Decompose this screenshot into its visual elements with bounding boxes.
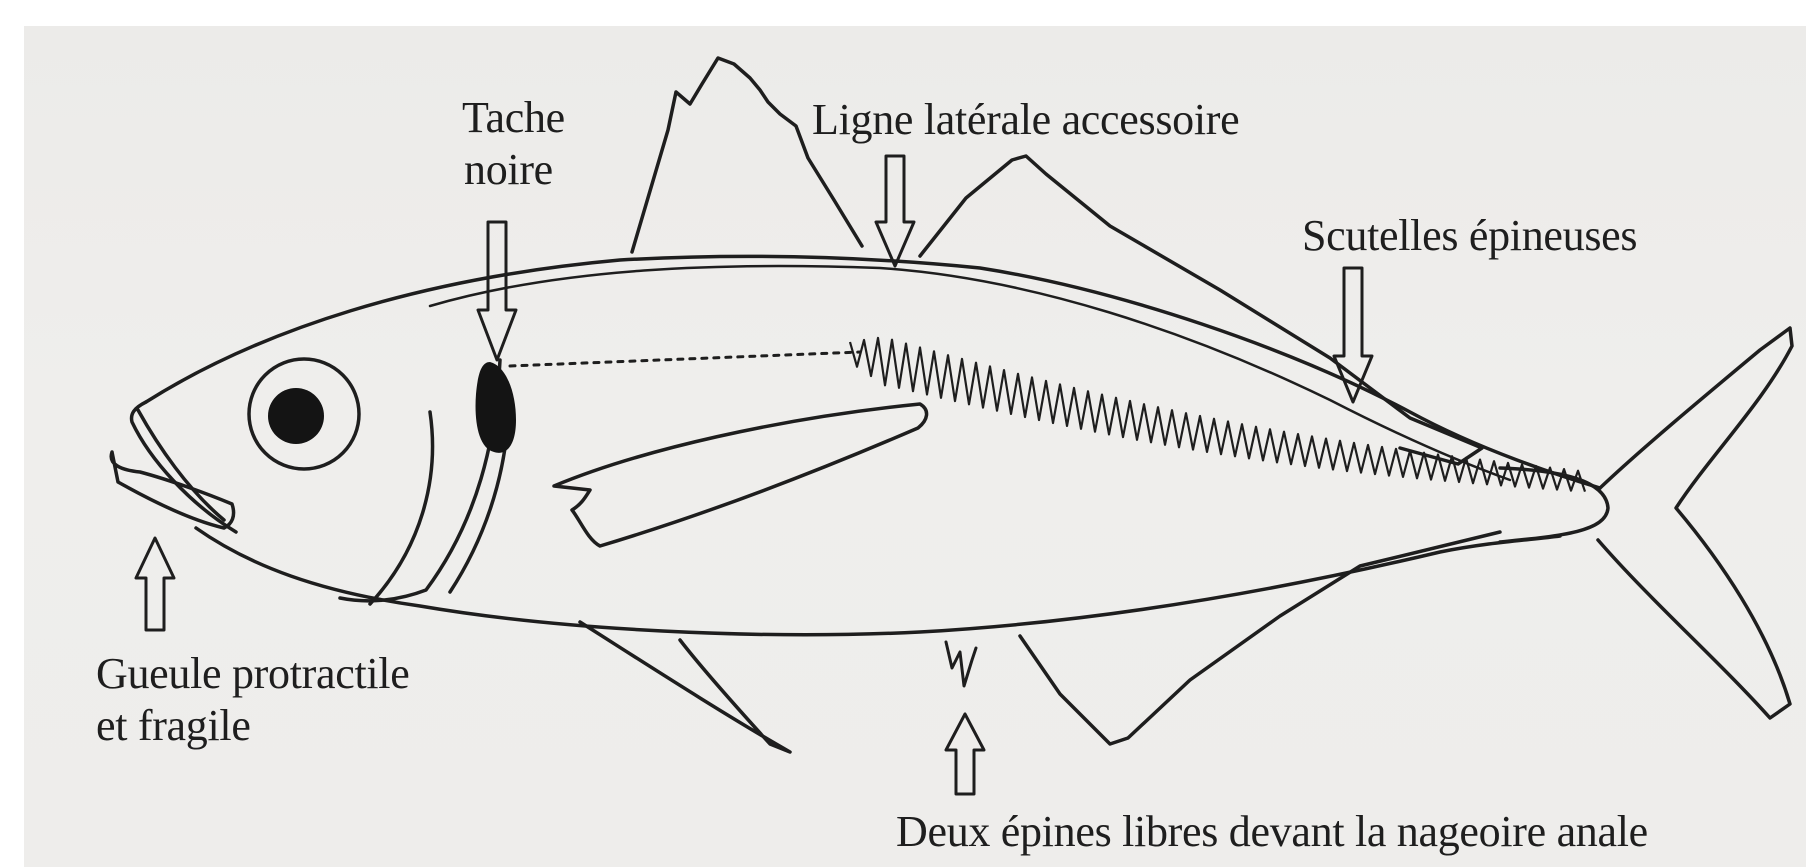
label-ligne-laterale-accessoire: Ligne latérale accessoire [812, 94, 1239, 146]
lateral-line-dotted [510, 352, 860, 366]
anal-fin [1020, 532, 1500, 744]
arrow-tache-noire [478, 222, 516, 360]
label-tache-line-2: noire [464, 144, 565, 196]
arrow-epines [946, 714, 984, 794]
arrow-ligne-laterale [876, 156, 914, 266]
label-gueule-line-2: et fragile [96, 700, 409, 752]
body-lower-outline [196, 528, 1560, 635]
spiny-scutes [850, 338, 1585, 492]
label-gueule: Gueule protractile et fragile [96, 648, 409, 752]
operculum-curve-2 [370, 412, 433, 604]
label-deux-epines: Deux épines libres devant la nageoire an… [896, 806, 1648, 858]
jaw-lines [138, 410, 224, 520]
pelvic-fin [580, 622, 790, 752]
free-anal-spines [946, 642, 976, 686]
body-upper-outline [146, 256, 1600, 488]
label-gueule-line-1: Gueule protractile [96, 648, 409, 700]
opercular-black-spot [476, 362, 516, 453]
head-upper-jaw [132, 402, 236, 532]
pectoral-fin [554, 404, 927, 546]
tail-fin [1598, 328, 1792, 718]
label-tache-noire: Tache noire [462, 92, 565, 196]
label-tache-line-1: Tache [462, 92, 565, 144]
label-scutelles-epineuses: Scutelles épineuses [1302, 210, 1637, 262]
eye-pupil [268, 388, 324, 444]
arrow-gueule [136, 538, 174, 630]
first-dorsal-fin [632, 58, 862, 252]
